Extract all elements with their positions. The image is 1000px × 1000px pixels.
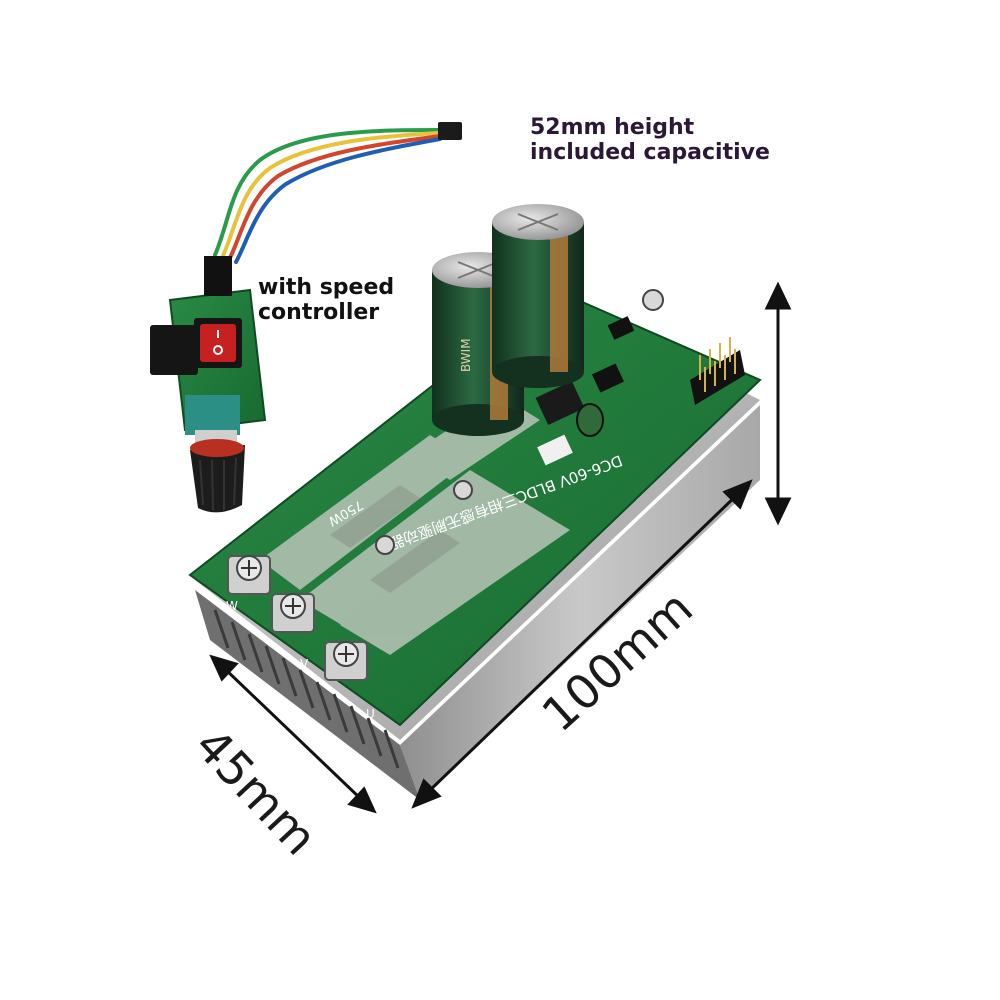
terminal-u — [324, 641, 368, 681]
speed-controller-board — [150, 256, 267, 513]
pin-header — [690, 337, 745, 405]
height-caption-line1: 52mm height — [530, 115, 695, 140]
height-dimension-arrow — [764, 281, 792, 526]
capacitor-marking-left: BWIM — [459, 338, 473, 372]
speed-caption-line2: controller — [258, 299, 380, 325]
terminal-label-v: V — [300, 657, 309, 671]
width-dimension-arrow — [209, 654, 377, 814]
length-dimension-arrow — [411, 479, 753, 809]
motor-terminals: W V U — [226, 555, 375, 721]
controller-cable — [213, 128, 442, 264]
capacitor-right — [492, 204, 584, 388]
terminal-v — [271, 593, 315, 633]
board-screws — [375, 289, 664, 555]
knob-icon — [185, 395, 245, 513]
height-caption: 52mm height included capacitive — [530, 115, 770, 165]
height-caption-line2: included capacitive — [530, 139, 770, 165]
terminal-label-w: W — [226, 599, 238, 613]
rocker-switch-icon — [150, 318, 242, 375]
cable-connector — [438, 122, 462, 140]
speed-caption-line1: with speed — [258, 275, 395, 300]
speed-controller-caption: with speed controller — [258, 275, 395, 325]
small-components — [535, 316, 635, 466]
terminal-w — [227, 555, 271, 595]
terminal-label-u: U — [366, 707, 375, 721]
driver-pcb: DC6-60V BLDC三相有感无刷驱动器 750W — [188, 288, 762, 727]
